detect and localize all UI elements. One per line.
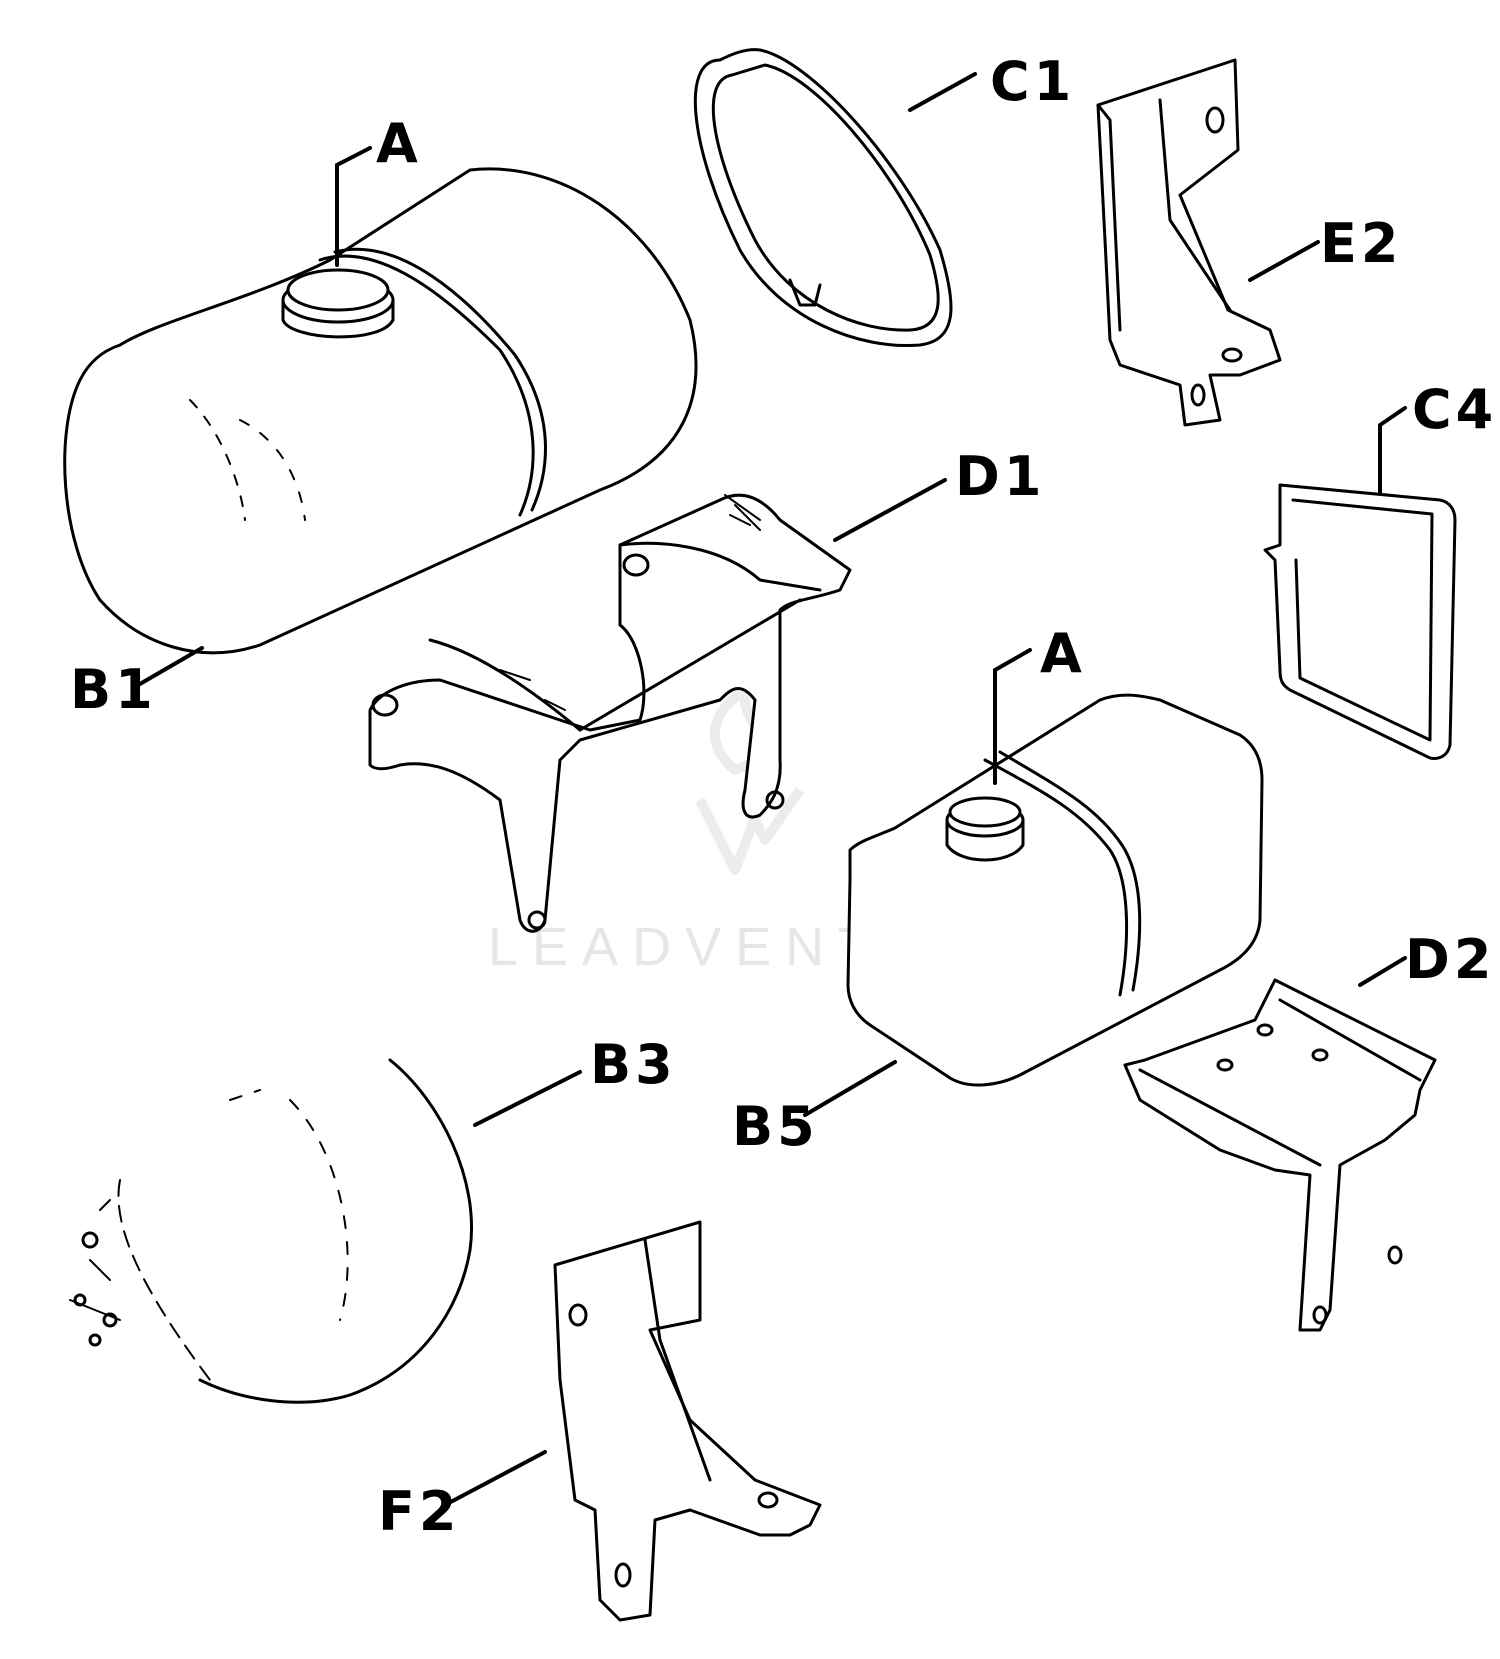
label-a-top: A [376, 112, 422, 175]
label-a-right: A [1040, 622, 1086, 685]
bracket-e2 [1096, 58, 1282, 427]
part-labels: A B1 C1 E2 C4 D1 A B5 D2 B3 F2 [70, 50, 1497, 1543]
bracket-d2 [1123, 978, 1437, 1332]
bracket-d1 [368, 493, 852, 933]
label-c4: C4 [1412, 378, 1497, 441]
tank-b3 [69, 1058, 473, 1404]
label-e2: E2 [1320, 212, 1402, 275]
leader-lines [131, 72, 1407, 1507]
tank-b1 [63, 167, 698, 655]
strap-c1 [693, 48, 953, 348]
label-d2: D2 [1405, 928, 1495, 991]
strap-c4 [1263, 483, 1457, 760]
label-d1: D1 [955, 445, 1045, 508]
label-b3: B3 [590, 1033, 677, 1096]
label-b5: B5 [732, 1095, 819, 1158]
tank-b5 [846, 693, 1264, 1087]
label-b1: B1 [70, 658, 157, 721]
label-f2: F2 [378, 1480, 460, 1543]
label-c1: C1 [990, 50, 1075, 113]
bracket-f2 [553, 1220, 822, 1622]
